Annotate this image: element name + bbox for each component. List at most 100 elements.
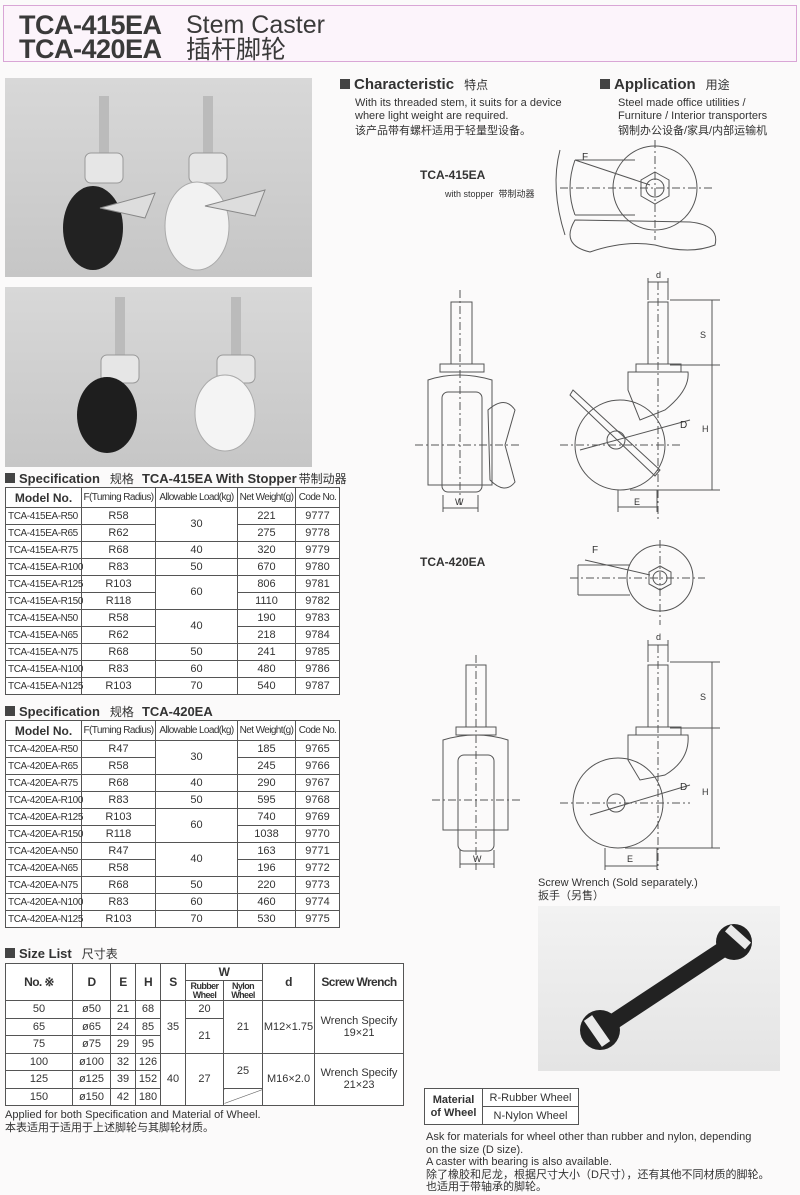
d-cell: ø50	[72, 1000, 111, 1019]
code-cell: 9778	[295, 524, 340, 542]
nylon-w-cell: 21	[222, 1000, 264, 1054]
radius-cell: R103	[81, 677, 156, 695]
svg-text:E: E	[634, 497, 640, 507]
rubber-w-cell: 27	[185, 1052, 224, 1106]
s-cell: 40	[160, 1052, 186, 1106]
d-cell: ø75	[72, 1035, 111, 1054]
code-cell: 9781	[295, 575, 340, 593]
spec-table-420: Model No.F(Turning Radius)Allowable Load…	[5, 720, 340, 928]
front-view-415: W	[415, 290, 520, 512]
load-cell: 60	[155, 808, 238, 843]
load-cell: 30	[155, 507, 238, 542]
svg-text:F: F	[592, 545, 598, 556]
weight-cell: 740	[237, 808, 296, 826]
radius-cell: R103	[81, 808, 156, 826]
h-cell: 180	[135, 1087, 161, 1106]
code-cell: 9774	[295, 893, 340, 911]
weight-cell: 275	[237, 524, 296, 542]
side-view-420: d S H D E	[560, 632, 720, 870]
radius-cell: R103	[81, 910, 156, 928]
e-cell: 29	[110, 1035, 136, 1054]
front-view-420: W	[432, 655, 520, 870]
svg-text:H: H	[702, 787, 709, 797]
code-cell: 9777	[295, 507, 340, 525]
code-cell: 9787	[295, 677, 340, 695]
e-cell: 39	[110, 1070, 136, 1089]
application-text: Steel made office utilities /Furniture /…	[618, 97, 768, 137]
size-no-cell: 125	[5, 1070, 73, 1089]
side-view-415: d S H D E	[560, 270, 720, 520]
code-cell: 9768	[295, 791, 340, 809]
h-cell: 68	[135, 1000, 161, 1019]
code-cell: 9773	[295, 876, 340, 894]
size-note: Applied for both Specification and Mater…	[5, 1109, 261, 1134]
svg-text:d: d	[656, 632, 661, 642]
weight-cell: 1110	[237, 592, 296, 610]
technical-drawings: F W d S H D E F W	[415, 140, 720, 870]
rubber-w-cell: 21	[185, 1017, 224, 1054]
empty-cell	[222, 1087, 264, 1106]
h-cell: 85	[135, 1017, 161, 1036]
d-cell: ø100	[72, 1052, 111, 1071]
e-cell: 24	[110, 1017, 136, 1036]
model-cell: TCA-420EA-N125	[5, 910, 83, 928]
code-cell: 9772	[295, 859, 340, 877]
h-cell: 152	[135, 1070, 161, 1089]
drawing-label-420: TCA-420EA	[420, 555, 486, 569]
wrench-label: Screw Wrench (Sold separately.)扳手（另售）	[538, 877, 698, 902]
size-no-cell: 75	[5, 1035, 73, 1054]
product-name-en: Stem Caster	[186, 11, 325, 39]
thread-cell: M12×1.75	[262, 1000, 316, 1054]
load-cell: 40	[155, 842, 238, 877]
model-cell: TCA-415EA-N125	[5, 677, 83, 695]
code-cell: 9775	[295, 910, 340, 928]
load-cell: 60	[155, 575, 238, 610]
svg-text:W: W	[455, 497, 464, 507]
svg-text:D: D	[680, 420, 687, 431]
title-banner: TCA-415EA TCA-420EA Stem Caster 插杆脚轮	[3, 5, 797, 64]
radius-cell: R68	[81, 541, 156, 559]
characteristic-text: With its threaded stem, it suits for a d…	[355, 97, 562, 137]
s-cell: 35	[160, 1000, 186, 1054]
top-view-420: F	[570, 540, 705, 625]
code-cell: 9780	[295, 558, 340, 576]
code-cell: 9779	[295, 541, 340, 559]
e-cell: 42	[110, 1087, 136, 1106]
weight-cell: 530	[237, 910, 296, 928]
model-title-2: TCA-420EA	[19, 34, 162, 64]
e-cell: 32	[110, 1052, 136, 1071]
code-cell: 9771	[295, 842, 340, 860]
svg-text:D: D	[680, 782, 687, 793]
h-cell: 126	[135, 1052, 161, 1071]
product-photo-420	[5, 287, 312, 467]
thread-cell: M16×2.0	[262, 1052, 316, 1106]
wrench-icon	[580, 924, 752, 1050]
svg-text:S: S	[700, 330, 706, 340]
svg-text:F: F	[582, 152, 588, 163]
size-no-cell: 100	[5, 1052, 73, 1071]
top-view-415: F	[555, 140, 717, 253]
